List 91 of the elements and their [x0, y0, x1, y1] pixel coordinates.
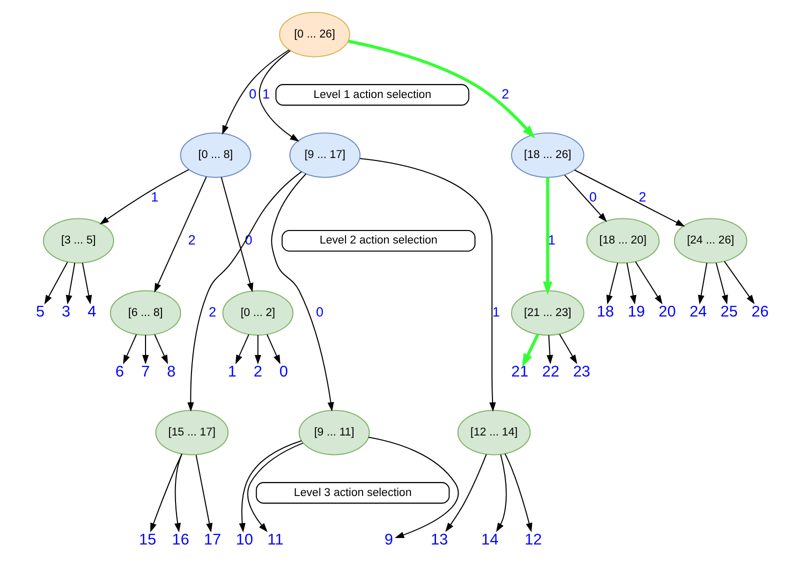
- arrow: [258, 50, 299, 142]
- arrow: [154, 176, 206, 293]
- edge-label: 1: [548, 232, 556, 248]
- arrow: [496, 454, 506, 532]
- arrow: [254, 335, 261, 364]
- node-text: 20: [658, 304, 676, 321]
- node-text: 16: [171, 531, 189, 548]
- arrow: [99, 169, 188, 225]
- node-text: 18: [596, 304, 614, 321]
- node-text: 4: [87, 304, 96, 321]
- node-text: 10: [235, 531, 253, 548]
- node-ellipse: [12 ... 14]: [456, 410, 530, 456]
- arrow: [574, 170, 685, 227]
- node-text: 1: [227, 363, 236, 380]
- arrow: [142, 335, 148, 364]
- node-text: 0: [278, 363, 288, 380]
- edge-label: 2: [188, 232, 196, 248]
- node-text: 22: [542, 363, 559, 380]
- arrow: [715, 262, 728, 304]
- node-text: 9: [384, 531, 393, 548]
- edge-label: 2: [208, 304, 216, 320]
- arrow: [122, 334, 136, 364]
- arrow: [558, 334, 577, 364]
- arrow: [723, 261, 754, 304]
- arrow: [150, 454, 182, 532]
- node-text: 7: [140, 363, 150, 380]
- node-text: 12: [524, 531, 542, 548]
- arrow: [564, 174, 606, 222]
- node-text: 6: [114, 363, 124, 380]
- arrow: [368, 436, 458, 538]
- arrow: [82, 262, 92, 304]
- node-text: 19: [627, 304, 644, 321]
- node-text: 24: [689, 304, 706, 321]
- arrow: [154, 334, 168, 364]
- edge-label: 0: [248, 86, 256, 102]
- arrow: [266, 334, 280, 364]
- arrow: [270, 174, 334, 412]
- edge-label: 2: [638, 189, 646, 204]
- node-ellipse: [15 ... 17]: [154, 410, 228, 456]
- edge-label: 0: [316, 304, 324, 320]
- arrow: [246, 442, 303, 532]
- node-box: Level 3 action selection: [255, 482, 450, 504]
- arrow: [634, 261, 662, 304]
- node-text: 3: [61, 304, 70, 321]
- node-text: 13: [430, 531, 448, 548]
- arrow: [359, 158, 496, 412]
- node-ellipse: [9 ... 11]: [298, 410, 370, 456]
- arrow: [626, 262, 636, 304]
- arrow: [44, 262, 68, 304]
- node-text: 21: [510, 363, 528, 380]
- node-ellipse: [0 ... 26]: [278, 12, 350, 58]
- arrow: [238, 440, 302, 532]
- node-text: 2: [253, 363, 262, 380]
- arrow: [234, 334, 249, 364]
- arrow: [174, 454, 182, 532]
- node-text: 15: [138, 531, 156, 548]
- edge-label: 1: [150, 189, 158, 204]
- node-ellipse: [3 ... 5]: [42, 218, 114, 264]
- arrow: [186, 171, 302, 412]
- edge-label: 2: [501, 86, 509, 102]
- arrow: [546, 335, 553, 364]
- arrow: [504, 454, 532, 532]
- node-box: Level 1 action selection: [274, 84, 469, 106]
- node-ellipse: [0 ... 8]: [180, 132, 251, 178]
- node-ellipse: [0 ... 2]: [222, 290, 293, 336]
- arrow: [347, 40, 535, 139]
- arrow: [195, 454, 212, 532]
- arrow: [65, 262, 75, 304]
- node-ellipse: [21 ... 23]: [510, 290, 584, 336]
- node-text: 14: [480, 531, 498, 548]
- node-text: 8: [166, 363, 176, 380]
- arrow: [220, 177, 253, 292]
- node-text: 5: [36, 304, 44, 321]
- arrow: [444, 454, 486, 532]
- node-ellipse: [18 ... 26]: [510, 132, 584, 178]
- edge-label: 1: [492, 304, 500, 320]
- node-ellipse: [6 ... 8]: [109, 290, 181, 336]
- arrow: [697, 262, 707, 304]
- node-text: 17: [203, 531, 221, 548]
- node-text: 23: [572, 363, 590, 380]
- node-ellipse: [18 ... 20]: [586, 218, 660, 264]
- arrow: [522, 334, 539, 368]
- edge-label: 0: [588, 189, 596, 204]
- node-box: Level 2 action selection: [281, 230, 475, 252]
- node-text: 26: [750, 304, 768, 321]
- arrow: [606, 262, 618, 304]
- arrow: [222, 49, 289, 135]
- node-text: 25: [720, 304, 738, 321]
- arrow: [542, 178, 552, 296]
- node-text: 11: [266, 531, 283, 548]
- edge-label: 1: [262, 86, 270, 102]
